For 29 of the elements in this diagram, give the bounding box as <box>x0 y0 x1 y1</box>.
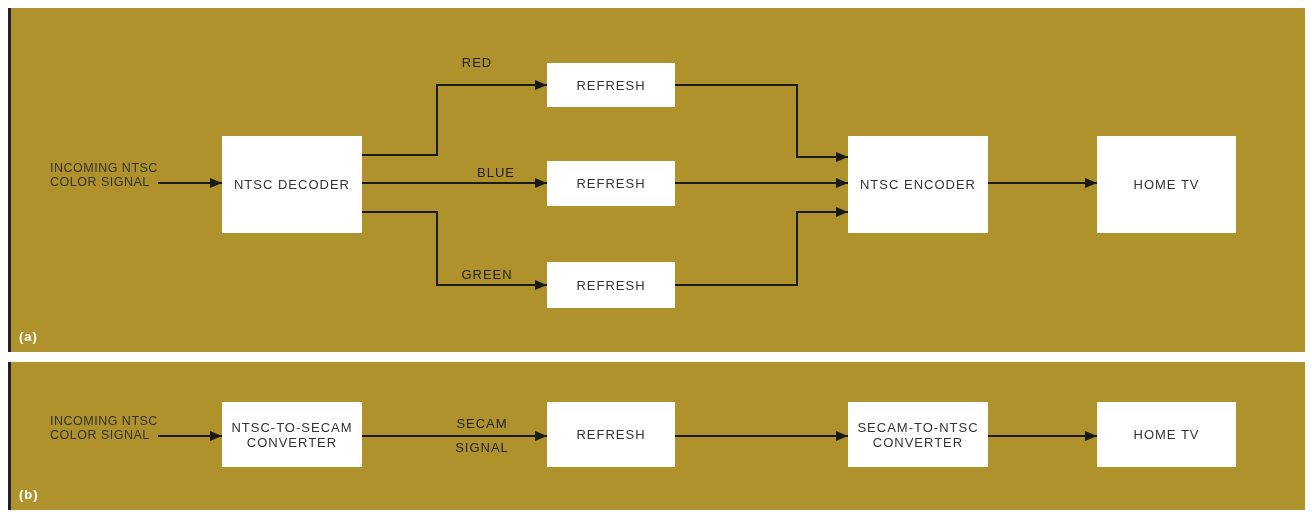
process-box: NTSC-TO-SECAM CONVERTER <box>222 402 362 467</box>
panel-background <box>8 362 1305 510</box>
input-label: INCOMING NTSC COLOR SIGNAL <box>50 161 163 205</box>
arrow <box>361 211 548 290</box>
arrow <box>987 178 1098 188</box>
arrow <box>157 431 223 441</box>
panel-background <box>8 8 1305 352</box>
process-box: REFRESH <box>547 63 675 107</box>
arrow <box>361 80 548 156</box>
process-box: REFRESH <box>547 262 675 308</box>
arrow <box>674 84 849 162</box>
process-box: SECAM-TO-NTSC CONVERTER <box>848 402 988 467</box>
input-label: INCOMING NTSC COLOR SIGNAL <box>50 414 163 458</box>
arrow <box>674 431 849 441</box>
process-box: REFRESH <box>547 402 675 467</box>
process-box: HOME TV <box>1097 136 1236 233</box>
arrow <box>987 431 1098 441</box>
arrow <box>361 178 548 188</box>
arrow <box>674 207 849 286</box>
process-box: NTSC ENCODER <box>848 136 988 233</box>
panel-tag: (a) <box>19 329 38 344</box>
arrow <box>157 178 223 188</box>
process-box: HOME TV <box>1097 402 1236 467</box>
edge-label: SECAM SIGNAL <box>454 415 510 457</box>
process-box: NTSC DECODER <box>222 136 362 233</box>
arrow <box>674 178 849 188</box>
panel-tag: (b) <box>19 487 39 502</box>
arrow <box>361 431 548 441</box>
process-box: REFRESH <box>547 161 675 206</box>
